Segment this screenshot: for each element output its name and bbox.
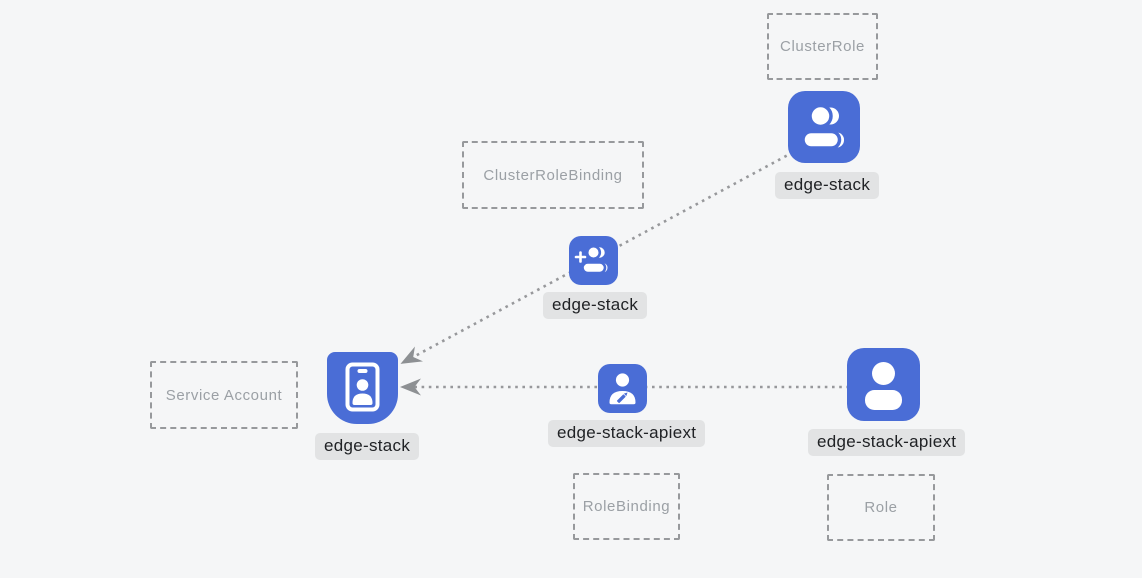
type-box-clusterrole: ClusterRole xyxy=(767,13,878,80)
node-serviceaccount-edge-stack xyxy=(327,352,398,424)
node-label-role: edge-stack-apiext xyxy=(808,429,966,456)
node-label-rolebinding: edge-stack-apiext xyxy=(548,420,706,447)
type-box-clusterrolebinding: ClusterRoleBinding xyxy=(462,141,644,209)
node-clusterrole-edge-stack xyxy=(788,91,860,163)
person-add-icon xyxy=(574,244,608,275)
id-badge-icon xyxy=(345,362,380,412)
pencil-glyph xyxy=(616,392,628,404)
type-box-rolebinding: RoleBinding xyxy=(573,473,680,540)
type-box-label: RoleBinding xyxy=(582,498,671,515)
node-rolebinding-edge-stack-apiext xyxy=(598,364,647,413)
node-label-clusterrole: edge-stack xyxy=(775,172,880,199)
node-role-edge-stack-apiext xyxy=(847,348,920,421)
person-edit-icon xyxy=(609,373,636,405)
node-label-clusterrolebinding: edge-stack xyxy=(543,292,648,319)
node-label-serviceaccount: edge-stack xyxy=(315,433,420,460)
type-box-label: Service Account xyxy=(165,386,283,404)
node-clusterrolebinding-edge-stack xyxy=(569,236,618,285)
type-box-serviceaccount: Service Account xyxy=(150,361,298,429)
type-box-label: ClusterRoleBinding xyxy=(483,166,623,184)
type-box-label: Role xyxy=(864,499,898,516)
person-icon xyxy=(865,362,902,410)
type-box-role: Role xyxy=(827,474,935,541)
people-icon xyxy=(801,103,844,150)
type-box-label: ClusterRole xyxy=(780,38,865,55)
